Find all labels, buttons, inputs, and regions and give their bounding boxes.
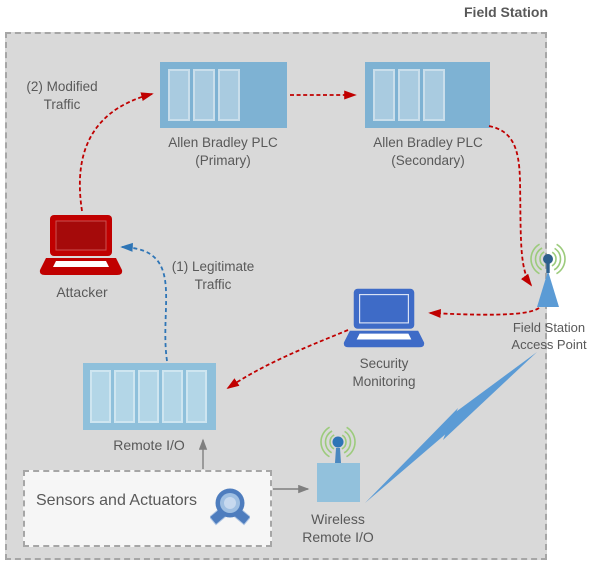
security-monitoring-label: Security Monitoring [352, 356, 416, 389]
wireless-remote-io-label: Wireless Remote I/O [302, 511, 374, 546]
plc-secondary-label: Allen Bradley PLC (Secondary) [373, 135, 483, 168]
legitimate-traffic-label: (1) Legitimate Traffic [171, 259, 255, 292]
plc-module-slot [168, 69, 190, 121]
field-station-title: Field Station [464, 4, 548, 20]
attacker-label: Attacker [56, 284, 108, 300]
io-module-slot [138, 370, 159, 423]
wireless-remote-io-node [317, 463, 360, 502]
plc-primary-label: Allen Bradley PLC (Primary) [168, 135, 278, 168]
remote-io-node [83, 363, 216, 430]
io-module-slot [162, 370, 183, 423]
security-monitoring-laptop-icon [343, 286, 425, 355]
plc-module-slot [423, 69, 445, 121]
modified-traffic-label: (2) Modified Traffic [26, 79, 98, 112]
sensors-actuators-label: Sensors and Actuators [36, 492, 197, 509]
plc-module-slot [373, 69, 395, 121]
plc-secondary-node [365, 62, 490, 128]
plc-module-slot [218, 69, 240, 121]
io-module-slot [114, 370, 135, 423]
plc-module-slot [398, 69, 420, 121]
access-point-label: Field Station Access Point [511, 320, 587, 352]
remote-io-label: Remote I/O [113, 437, 185, 453]
plc-primary-node [160, 62, 287, 128]
io-module-slot [90, 370, 111, 423]
attacker-laptop-icon [39, 213, 123, 282]
io-module-slot [186, 370, 207, 423]
valve-icon [208, 486, 252, 535]
plc-module-slot [193, 69, 215, 121]
